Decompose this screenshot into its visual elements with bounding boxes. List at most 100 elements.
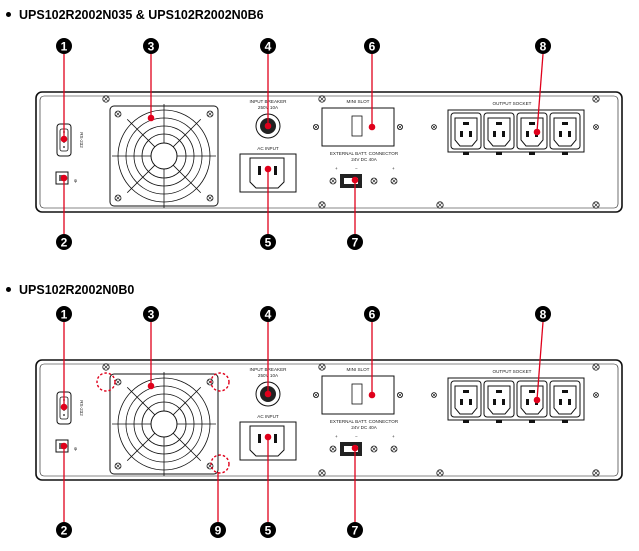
callout-number: 2 [61,235,68,249]
leader-line [536,53,544,133]
output-socket-icon [516,112,548,155]
output-socket-icon [450,112,482,155]
plus-sign: + [335,434,338,439]
highlight-dot [60,135,68,143]
screw-icon [592,363,600,371]
ac-input-label: AC INPUT [257,146,279,151]
screw-icon [312,392,319,399]
callout-number: 2 [61,523,68,537]
callout-number: 9 [215,523,222,537]
highlight-dot [533,396,541,404]
callout-1: 1 [56,306,72,322]
ac-input-label: AC INPUT [257,414,279,419]
output-sockets [447,377,585,423]
plus-sign: + [335,166,338,171]
output-socket-icon [483,380,515,423]
panel-inner-outline [39,363,619,477]
screw-highlight-ring [96,372,116,392]
minus-sign: − [355,434,358,439]
callout-9: 9 [210,522,226,538]
output-socket-icon [450,380,482,423]
section-title-2: UPS102R2002N0B0 [6,283,134,297]
highlight-dot [147,382,155,390]
callout-5: 5 [260,522,276,538]
screw-icon [102,95,110,103]
bullet-icon [6,12,11,18]
callout-7: 7 [347,522,363,538]
plus-sign-2: + [392,434,395,439]
output-socket-icon [516,380,548,423]
screw-icon [593,124,599,130]
screw-icon [431,124,437,130]
battery-connector [340,442,362,456]
callout-6: 6 [364,38,380,54]
output-socket-icon [549,380,581,423]
rs232-label: RS-232 [79,132,84,148]
battery-connector [340,174,362,188]
highlight-dot [60,174,68,182]
screw-icon [312,124,319,131]
screw-icon [318,95,326,103]
external-batt-label: EXTERNAL BATT. CONNECTOR [330,419,399,424]
output-socket-icon [483,112,515,155]
callout-number: 4 [265,39,272,53]
screw-icon [206,110,214,118]
screw-icon [390,177,398,185]
batt-rating-label: 24V DC 40A [351,157,377,162]
callout-6: 6 [364,306,380,322]
callout-4: 4 [260,306,276,322]
callout-3: 3 [143,306,159,322]
minus-sign: − [355,166,358,171]
screw-icon [396,124,403,131]
output-socket-icon [549,112,581,155]
usb-icon: ψ [74,178,77,183]
screw-icon [114,194,122,202]
highlight-dot [147,114,155,122]
screw-icon [318,469,326,477]
batt-rating-label: 24V DC 40A [351,425,377,430]
screw-icon [318,201,326,209]
screw-icon [206,194,214,202]
callout-8: 8 [535,38,551,54]
screw-icon [206,378,214,386]
mini-slot-label: MINI SLOT [347,367,370,372]
screw-icon [436,201,444,209]
output-socket-label: OUTPUT SOCKET [493,369,532,374]
screw-icon [329,445,337,453]
highlight-dot [351,444,359,452]
highlight-dot [264,390,272,398]
callout-number: 4 [265,307,272,321]
external-batt-label: EXTERNAL BATT. CONNECTOR [330,151,399,156]
highlight-dot [368,391,376,399]
highlight-dot [264,433,272,441]
callout-8: 8 [535,306,551,322]
screw-highlight-ring [210,372,230,392]
screw-icon [436,469,444,477]
callout-number: 5 [265,235,272,249]
plus-sign-2: + [392,166,395,171]
callout-number: 8 [540,307,547,321]
screw-icon [114,378,122,386]
highlight-dot [60,442,68,450]
callout-number: 1 [61,39,68,53]
screw-icon [329,177,337,185]
usb-icon: ψ [74,446,77,451]
screw-icon [318,363,326,371]
highlight-dot [351,176,359,184]
mini-slot [321,375,395,415]
bullet-icon [6,287,11,293]
callout-number: 6 [369,307,376,321]
callout-number: 7 [352,235,359,249]
highlight-dot [533,128,541,136]
callout-4: 4 [260,38,276,54]
screw-icon [390,445,398,453]
callout-2: 2 [56,234,72,250]
output-socket-label: OUTPUT SOCKET [493,101,532,106]
screw-icon [102,363,110,371]
callout-5: 5 [260,234,276,250]
leader-line [536,321,544,401]
callout-number: 3 [148,307,155,321]
callout-number: 8 [540,39,547,53]
